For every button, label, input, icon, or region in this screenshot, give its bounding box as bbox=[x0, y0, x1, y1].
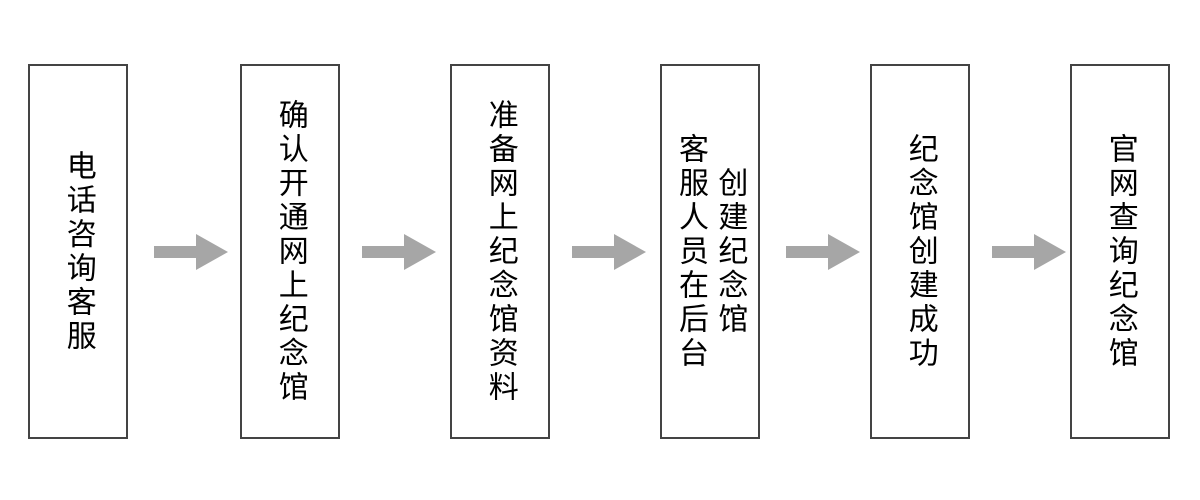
right-arrow-icon bbox=[154, 234, 228, 270]
flow-step-label: 官网查询纪念馆 bbox=[1102, 132, 1138, 371]
right-arrow-icon bbox=[572, 234, 646, 270]
flow-step-memorial-created-successfully[interactable]: 纪念馆创建成功 bbox=[870, 64, 970, 439]
right-arrow-icon bbox=[786, 234, 860, 270]
flow-step-label-column-1: 客服人员在后台 bbox=[673, 132, 708, 371]
flow-step-label-column-2: 创建纪念馆 bbox=[712, 166, 748, 337]
flow-step-support-creates-memorial[interactable]: 客服人员在后台 创建纪念馆 bbox=[660, 64, 760, 439]
flow-step-phone-consult-support[interactable]: 电话咨询客服 bbox=[28, 64, 128, 439]
flow-step-prepare-memorial-materials[interactable]: 准备网上纪念馆资料 bbox=[450, 64, 550, 439]
flow-step-label: 确认开通网上纪念馆 bbox=[272, 98, 308, 405]
flow-step-label: 电话咨询客服 bbox=[60, 149, 96, 354]
flow-step-label-columns: 客服人员在后台 创建纪念馆 bbox=[662, 66, 758, 437]
flow-step-label: 纪念馆创建成功 bbox=[902, 132, 938, 371]
flow-step-confirm-open-memorial[interactable]: 确认开通网上纪念馆 bbox=[240, 64, 340, 439]
right-arrow-icon bbox=[362, 234, 436, 270]
right-arrow-icon bbox=[992, 234, 1066, 270]
flow-step-query-memorial-on-site[interactable]: 官网查询纪念馆 bbox=[1070, 64, 1170, 439]
flow-step-label: 准备网上纪念馆资料 bbox=[482, 98, 518, 405]
